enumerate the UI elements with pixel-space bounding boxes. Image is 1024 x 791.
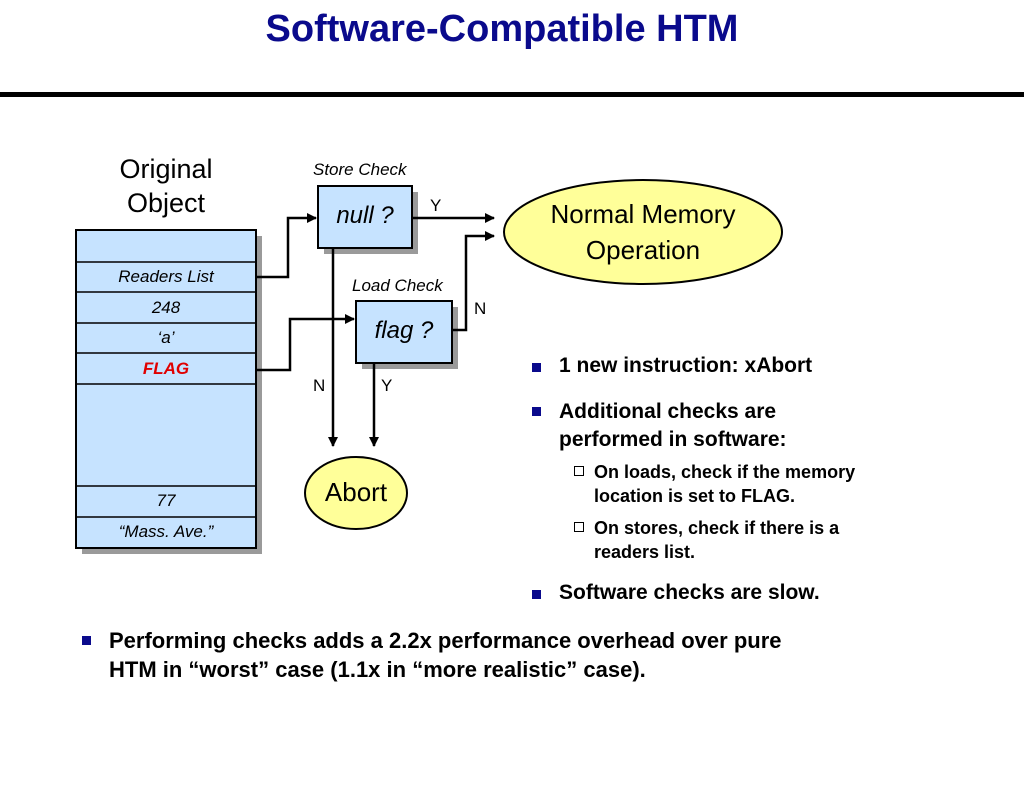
- hollow-square-icon: [574, 466, 584, 476]
- bullet-software-slow: Software checks are slow.: [532, 581, 820, 605]
- bullet-text-line1: Additional checks are: [559, 400, 777, 423]
- normal-memory-ellipse: [503, 179, 783, 285]
- bullet-additional-checks: Additional checks are performed in softw…: [532, 398, 787, 454]
- bullet-text-line2: performed in software:: [559, 428, 787, 451]
- hollow-square-icon: [574, 522, 584, 532]
- load-check-box: [355, 300, 453, 364]
- normal-memory-line1: Normal Memory: [550, 199, 736, 229]
- subbullet-text-line2: location is set to FLAG.: [594, 486, 796, 506]
- store-check-text: null ?: [336, 202, 394, 229]
- bullet-new-instruction: 1 new instruction: xAbort: [532, 354, 812, 378]
- store-check-label: Store Check: [313, 160, 407, 179]
- arrow-readers-to-store: [256, 213, 317, 279]
- cell-a: ‘a’: [157, 328, 175, 347]
- object-table: [75, 229, 257, 549]
- cell-readers-list: Readers List: [118, 267, 214, 286]
- normal-memory-text: Normal Memory Operation: [510, 196, 776, 268]
- arrow-flag-to-load: [256, 314, 355, 372]
- object-heading-line2: Object: [126, 188, 206, 218]
- abort-text: Abort: [324, 477, 388, 507]
- subbullet-text: On loads, check if the memory location i…: [594, 460, 855, 508]
- load-check-label: Load Check: [352, 276, 443, 295]
- subbullet-text-line1: On stores, check if there is a: [594, 518, 840, 538]
- label-load-no: N: [474, 299, 487, 318]
- title-divider: [0, 92, 1024, 97]
- subbullet-loads: On loads, check if the memory location i…: [574, 460, 855, 508]
- bullet-square-icon: [532, 363, 541, 372]
- bullet-text: Additional checks are performed in softw…: [559, 398, 787, 454]
- label-load-yes: Y: [381, 376, 393, 395]
- cell-248: 248: [151, 298, 181, 317]
- subbullet-text-line2: readers list.: [594, 542, 696, 562]
- bullet-text-line1: Performing checks adds a 2.2x performanc…: [109, 628, 782, 653]
- cell-flag: FLAG: [142, 359, 190, 378]
- store-check-box: [317, 185, 413, 249]
- subbullet-text: On stores, check if there is a readers l…: [594, 516, 839, 564]
- bullet-text: Performing checks adds a 2.2x performanc…: [109, 626, 782, 684]
- slide-title: Software-Compatible HTM: [265, 8, 739, 50]
- arrow-load-no: [452, 231, 495, 332]
- normal-memory-line2: Operation: [585, 235, 701, 265]
- bullet-text: 1 new instruction: xAbort: [559, 354, 813, 377]
- cell-77: 77: [156, 491, 176, 510]
- bullet-performance-overhead: Performing checks adds a 2.2x performanc…: [82, 626, 782, 684]
- label-store-yes: Y: [430, 196, 442, 215]
- bullet-text: Software checks are slow.: [559, 581, 820, 604]
- object-heading-line1: Original: [119, 154, 213, 184]
- label-store-no: N: [313, 376, 326, 395]
- object-row-dividers: [76, 261, 256, 518]
- bullet-square-icon: [532, 590, 541, 599]
- bullet-text-line2: HTM in “worst” case (1.1x in “more reali…: [109, 657, 646, 682]
- cell-mass-ave: “Mass. Ave.”: [118, 522, 214, 541]
- object-heading: Original Object: [96, 152, 236, 220]
- bullet-square-icon: [532, 407, 541, 416]
- subbullet-stores: On stores, check if there is a readers l…: [574, 516, 839, 564]
- abort-ellipse: [304, 456, 408, 530]
- bullet-square-icon: [82, 636, 91, 645]
- connectors: [256, 213, 495, 447]
- subbullet-text-line1: On loads, check if the memory: [594, 462, 856, 482]
- load-check-text: flag ?: [374, 317, 434, 344]
